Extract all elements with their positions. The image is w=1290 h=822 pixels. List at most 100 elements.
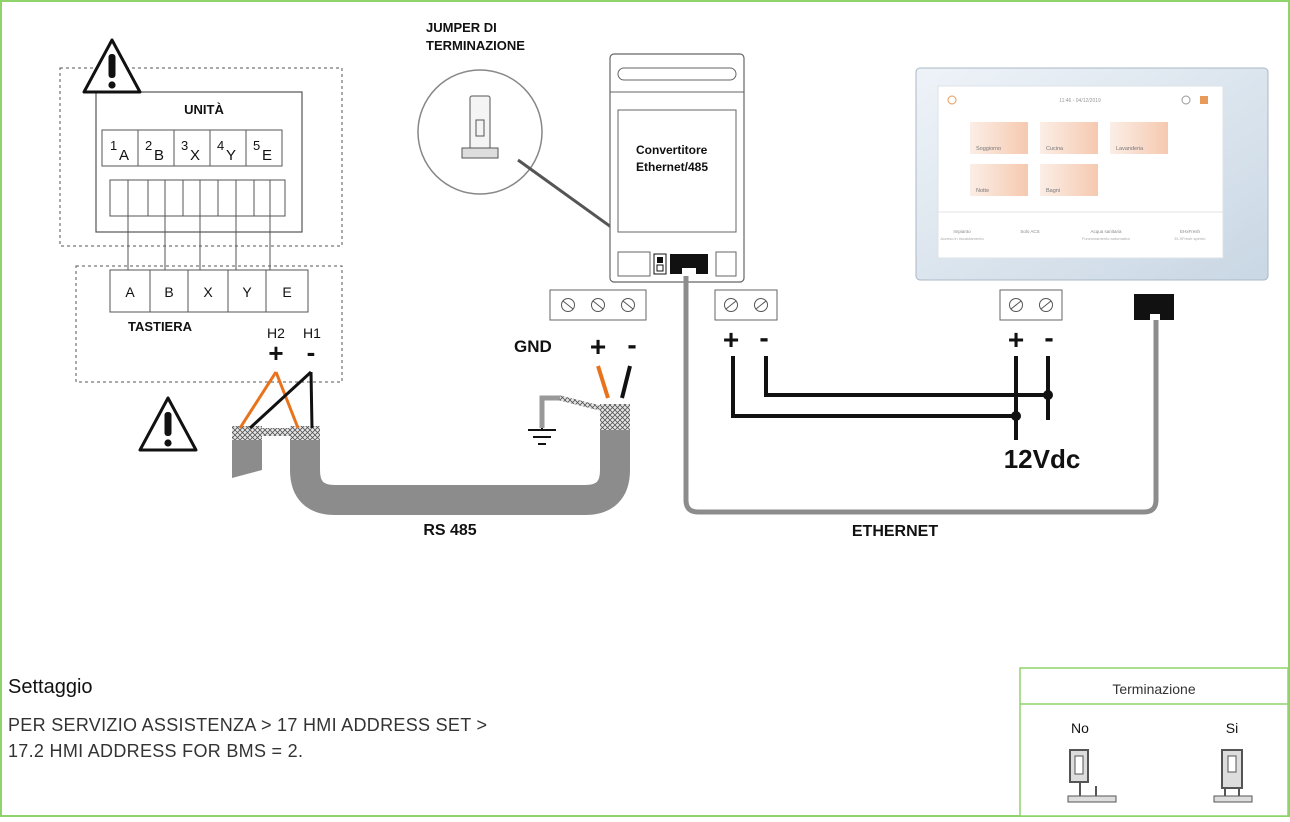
converter-label-line1: Convertitore bbox=[636, 143, 708, 157]
ethernet-label: ETHERNET bbox=[852, 523, 938, 540]
settaggio-line-1: PER SERVIZIO ASSISTENZA > 17 HMI ADDRESS… bbox=[8, 715, 488, 735]
cable-braid-right bbox=[600, 404, 630, 430]
hmi-footer-sub: Funzionamento automatico bbox=[1082, 236, 1131, 241]
cable-shield-bridge bbox=[262, 428, 290, 436]
keypad-terminal-e: E bbox=[282, 284, 291, 300]
hmi-footer-title: Impianto bbox=[953, 229, 971, 234]
terminazione-table bbox=[1019, 667, 1289, 817]
hmi-room-tile bbox=[970, 164, 1028, 196]
power-wiring bbox=[731, 356, 1050, 440]
svg-text:5: 5 bbox=[253, 138, 260, 153]
unit-terminal-4: 4Y bbox=[217, 138, 236, 164]
junction-dot bbox=[1011, 411, 1021, 421]
keypad-signal-wires bbox=[238, 370, 314, 430]
converter-minus-wire bbox=[620, 365, 632, 399]
hmi-minus-sign: - bbox=[1044, 322, 1053, 353]
svg-text:E: E bbox=[262, 147, 272, 164]
cable-braid-mid bbox=[290, 426, 320, 440]
junction-dot bbox=[1043, 390, 1053, 400]
hmi-footer-title: Acqua sanitaria bbox=[1090, 229, 1122, 234]
ground-icon bbox=[528, 395, 601, 445]
hmi-power-terminal-block bbox=[999, 289, 1063, 321]
svg-text:B: B bbox=[154, 147, 164, 164]
keypad-plus-sign: + bbox=[268, 338, 283, 368]
hmi-room-label: Notte bbox=[976, 188, 989, 194]
rs485-terminal-block bbox=[549, 289, 647, 321]
svg-text:1: 1 bbox=[110, 138, 117, 153]
hmi-room-label: Lavanderia bbox=[1116, 146, 1144, 152]
terminazione-si-label: Si bbox=[1226, 720, 1238, 736]
unit-dashed-box bbox=[59, 67, 343, 247]
converter-device bbox=[609, 53, 745, 283]
hmi-info-icon bbox=[1181, 95, 1191, 105]
warning-icon bbox=[138, 396, 198, 452]
rs485-cable bbox=[290, 430, 630, 515]
svg-text:2: 2 bbox=[145, 138, 152, 153]
hmi-footer-title: Solo ACS bbox=[1020, 229, 1039, 234]
converter-label-line2: Ethernet/485 bbox=[636, 160, 708, 174]
rs485-label: RS 485 bbox=[423, 522, 476, 539]
svg-text:3: 3 bbox=[181, 138, 188, 153]
svg-text:X: X bbox=[190, 147, 200, 164]
jumper-icon bbox=[461, 95, 499, 159]
power-in-plus-sign: + bbox=[723, 324, 739, 355]
keypad-minus-sign: - bbox=[307, 337, 316, 367]
unit-terminal-1: 1A bbox=[110, 138, 129, 164]
hmi-footer-sub: ELXFresh spento bbox=[1175, 236, 1207, 241]
jumper-label-line1: JUMPER DI bbox=[426, 20, 497, 35]
hmi-touchscreen: 11:46 - 04/12/2019 Soggiorno Cucina Lava… bbox=[915, 67, 1269, 281]
unit-keypad-wires bbox=[127, 216, 271, 270]
hmi-home-icon bbox=[947, 95, 957, 105]
hmi-room-label: Bagni bbox=[1046, 188, 1060, 194]
settaggio-line-2: 17.2 HMI ADDRESS FOR BMS = 2. bbox=[8, 741, 304, 761]
jumper-open-icon bbox=[1067, 749, 1117, 803]
cable-cut-end bbox=[232, 440, 262, 478]
h2-label: H2 bbox=[267, 325, 285, 341]
settaggio-instructions: PER SERVIZIO ASSISTENZA > 17 HMI ADDRESS… bbox=[8, 712, 487, 764]
hmi-room-tile bbox=[1040, 164, 1098, 196]
settaggio-title: Settaggio bbox=[8, 676, 93, 698]
svg-text:A: A bbox=[119, 147, 129, 164]
unit-terminal-5: 5E bbox=[253, 138, 272, 164]
converter-power-terminal-block bbox=[714, 289, 778, 321]
unit-screw-block bbox=[109, 179, 286, 217]
jumper-label-line2: TERMINAZIONE bbox=[426, 38, 525, 53]
converter-plus-wire bbox=[596, 365, 610, 399]
keypad-terminal-y: Y bbox=[242, 284, 252, 300]
ethernet-cable bbox=[683, 276, 1159, 515]
hmi-plus-sign: + bbox=[1008, 324, 1024, 355]
hmi-header-time: 11:46 - 04/12/2019 bbox=[1059, 98, 1101, 104]
hmi-footer-title: EHxFresh bbox=[1180, 229, 1201, 234]
unit-terminal-board bbox=[95, 91, 303, 233]
converter-minus-sign: - bbox=[627, 329, 636, 360]
hmi-room-tile bbox=[1040, 122, 1098, 154]
terminazione-no-label: No bbox=[1071, 720, 1089, 736]
hmi-room-tile bbox=[1110, 122, 1168, 154]
unit-terminal-3: 3X bbox=[181, 138, 200, 164]
hmi-room-label: Soggiorno bbox=[976, 146, 1001, 152]
converter-plus-sign: + bbox=[590, 331, 606, 362]
keypad-terminal-a: A bbox=[125, 284, 135, 300]
hmi-tool-icon bbox=[1200, 96, 1208, 104]
hmi-room-tile bbox=[970, 122, 1028, 154]
hmi-footer-sub: Acceso in riscaldamento bbox=[940, 236, 984, 241]
keypad-dashed-box bbox=[75, 265, 343, 383]
gnd-label: GND bbox=[514, 337, 552, 356]
jumper-closed-icon bbox=[1213, 749, 1253, 803]
power-in-minus-sign: - bbox=[759, 322, 768, 353]
unit-terminal-labels: 1A 2B 3X 4Y 5E bbox=[101, 129, 283, 167]
hmi-room-label: Cucina bbox=[1046, 146, 1064, 152]
keypad-terminal-b: B bbox=[164, 284, 173, 300]
keypad-terminal-block: A B X Y E bbox=[109, 269, 309, 313]
keypad-terminal-x: X bbox=[203, 284, 213, 300]
rj45-connector bbox=[1134, 294, 1174, 320]
warning-icon bbox=[82, 38, 142, 94]
power-label: 12Vdc bbox=[1004, 444, 1081, 474]
unit-title: UNITÀ bbox=[184, 102, 224, 117]
terminazione-title: Terminazione bbox=[1112, 681, 1195, 697]
unit-terminal-2: 2B bbox=[145, 138, 164, 164]
svg-text:4: 4 bbox=[217, 138, 224, 153]
